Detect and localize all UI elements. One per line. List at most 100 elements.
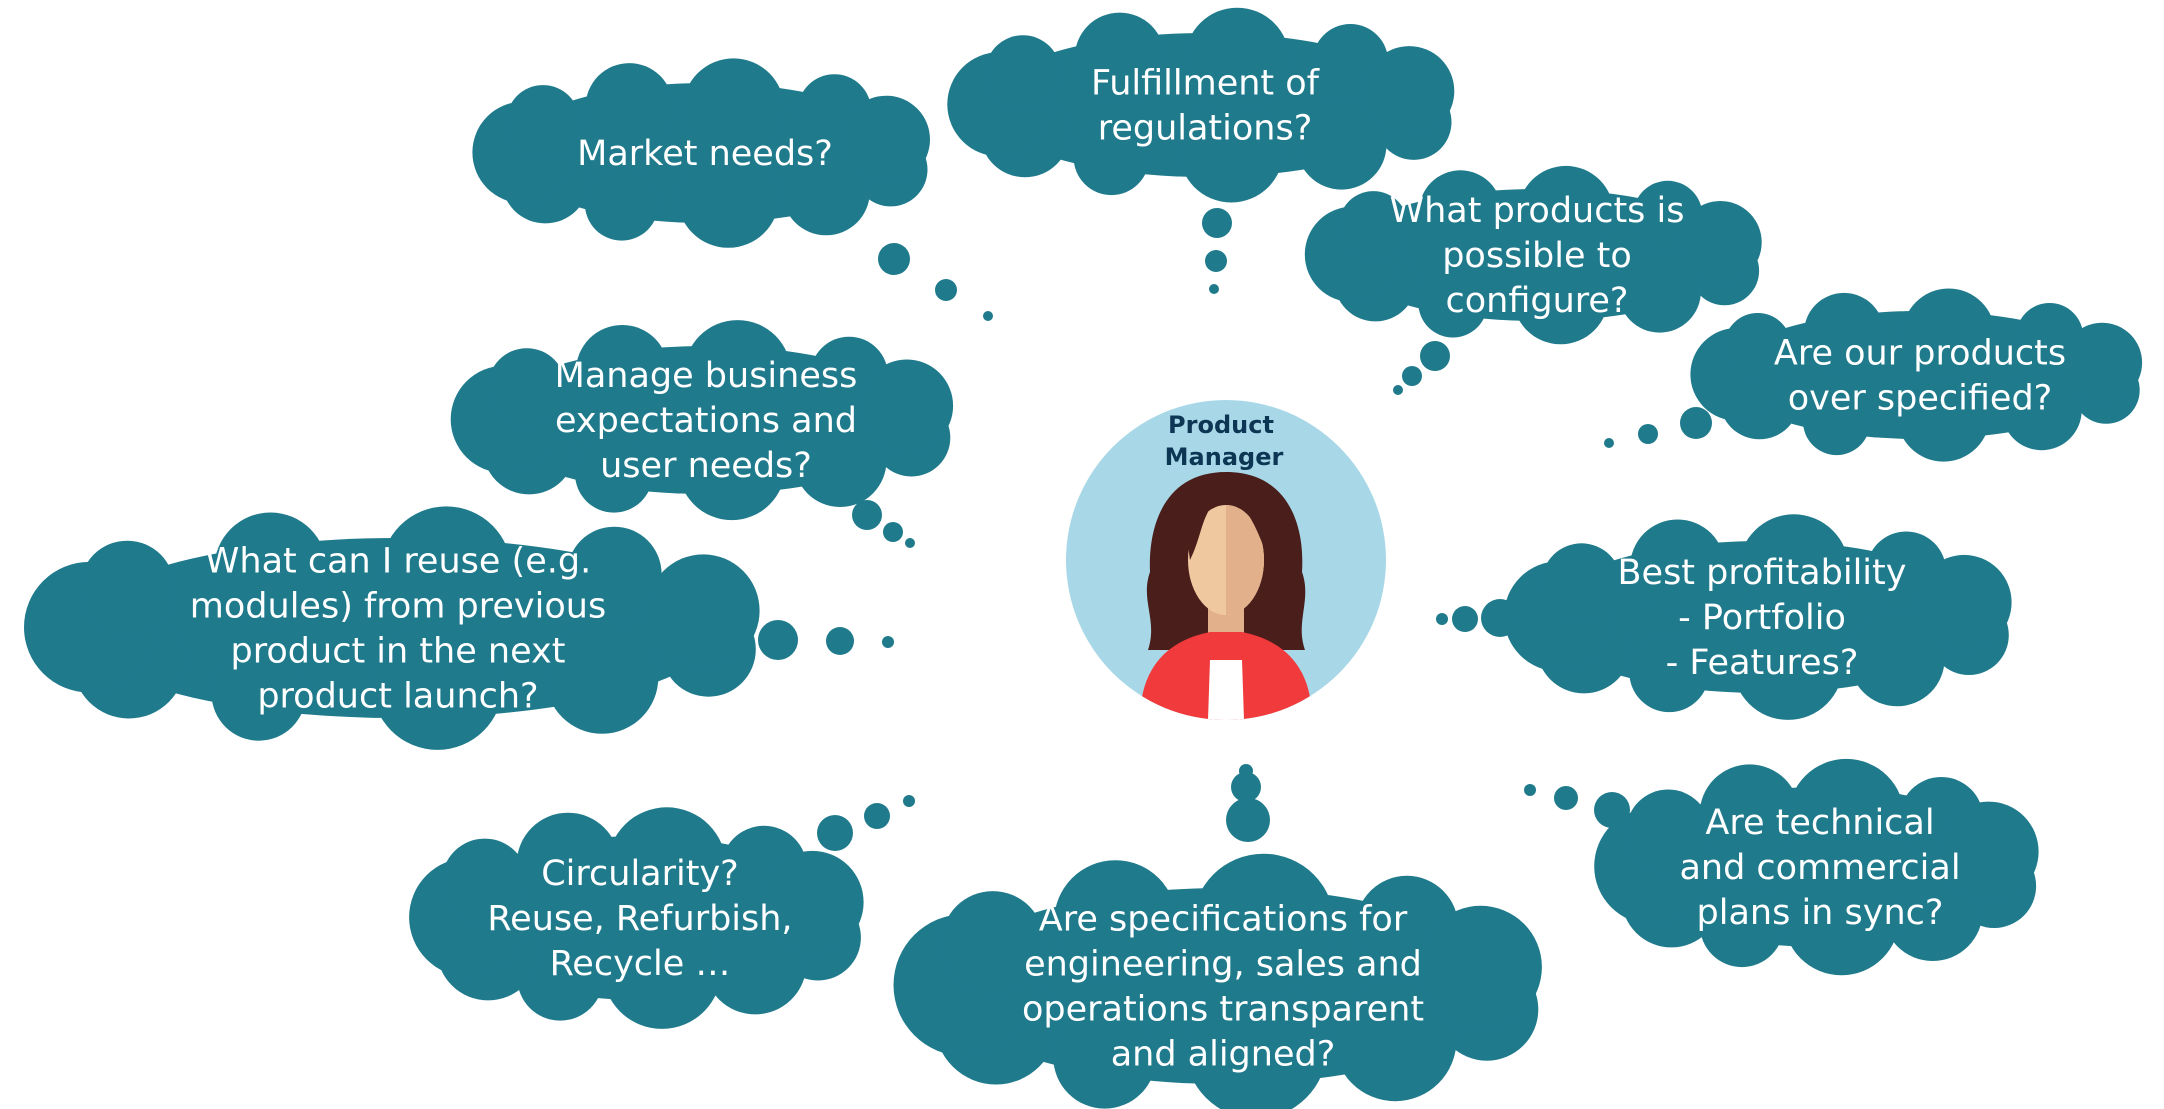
bubble-text-circularity-line-3: Recycle …: [550, 944, 731, 984]
thought-dot: [1554, 786, 1578, 810]
thought-bubble-overspecified: Are our products over specified?: [1690, 288, 2143, 462]
cloud-lobe: [372, 619, 503, 750]
bubble-text-specifications-line-1: Are specifications for: [1039, 900, 1408, 940]
cloud-lobe: [487, 348, 566, 426]
cloud-lobe: [1179, 98, 1284, 203]
cloud-lobe: [2062, 322, 2143, 403]
bubble-text-reuse-line-4: product launch?: [257, 677, 538, 717]
cloud-lobe: [1541, 543, 1622, 624]
hair-front-right: [1232, 490, 1266, 550]
thought-bubble-profitability: Best profitability- Portfolio- Features?: [1504, 514, 2012, 720]
cloud-lobe: [1629, 632, 1710, 713]
thought-dot: [1680, 407, 1712, 439]
cloud-lobe: [575, 434, 653, 513]
cloud-lobe: [1804, 292, 1884, 373]
bubble-text-overspecified-line-2: over specified?: [1788, 379, 2053, 419]
cloud-lobe: [1192, 853, 1335, 996]
thought-dot: [903, 795, 915, 807]
cloud-lobe: [1788, 758, 1905, 875]
thought-dot: [882, 636, 894, 648]
thought-dot: [1226, 798, 1270, 842]
cloud-lobe: [941, 891, 1045, 994]
bubble-text-profitability-line-2: - Portfolio: [1678, 598, 1846, 638]
cloud-lobe: [1338, 191, 1408, 261]
cloud-lobe: [1902, 288, 1996, 382]
bubble-text-regulations-line-1: Fulfillment of: [1091, 64, 1320, 104]
cloud-lobe: [678, 412, 786, 521]
bubble-text-circularity-line-2: Reuse, Refurbish,: [487, 899, 792, 939]
cloud-lobe: [516, 812, 620, 916]
bubble-text-configure-line-1: What products is: [1389, 191, 1684, 231]
cloud-lobe: [79, 540, 175, 636]
thought-bubble-specifications: Are specifications for engineering, sales…: [893, 853, 1542, 1109]
cloud-lobe: [1679, 201, 1762, 284]
cloud-lobe: [1518, 165, 1614, 262]
bubble-text-sync-line-2: and commercial: [1679, 848, 1960, 888]
cloud-lobe: [1738, 514, 1849, 625]
thought-dot: [905, 538, 915, 548]
cloud-lobe: [214, 512, 327, 626]
thought-dot: [1436, 613, 1448, 625]
thought-bubble-regulations: Fulfillment of regulations?: [947, 7, 1455, 203]
thought-dot: [1205, 250, 1227, 272]
cloud-lobe: [585, 63, 674, 151]
hair-front: [1188, 489, 1232, 560]
bubble-text-profitability-line-1: Best profitability: [1618, 553, 1907, 593]
thought-bubble-reuse: What can I reuse (e.g. modules) from prev…: [24, 506, 760, 750]
thought-dot: [758, 620, 798, 660]
thought-bubble-market: Market needs?: [472, 58, 930, 248]
thought-dot: [1452, 606, 1478, 632]
bubble-text-reuse-line-1: What can I reuse (e.g.: [205, 542, 591, 582]
cloud-lobe: [782, 147, 870, 236]
bubble-text-sync-line-1: Are technical: [1705, 803, 1934, 843]
cloud-lobe: [1364, 46, 1455, 137]
thought-dot: [1202, 208, 1232, 238]
cloud-lobe: [1732, 609, 1844, 720]
bubble-text-regulations-line-2: regulations?: [1098, 109, 1313, 149]
cloud-lobe: [1897, 368, 1990, 462]
cloud-lobe: [1418, 268, 1488, 338]
product-manager-label-line-2: Manager: [1165, 443, 1284, 471]
thought-dot: [1239, 764, 1253, 778]
cloud-lobe: [381, 506, 512, 637]
cloud-lobe: [793, 414, 887, 508]
cloud-lobe: [211, 646, 307, 741]
cloud-lobe: [1938, 801, 2039, 902]
cloud-lobe: [1512, 248, 1609, 345]
bubble-text-overspecified-line-1: Are our products: [1774, 334, 2066, 374]
bubble-text-specifications-line-2: engineering, sales and: [1024, 945, 1422, 985]
thought-bubble-circularity: Circularity?Reuse, Refurbish,Recycle …: [409, 807, 864, 1029]
cloud-lobe: [567, 526, 662, 622]
bubble-text-configure-line-3: configure?: [1445, 281, 1628, 321]
thought-dot: [817, 815, 853, 851]
cloud-lobe: [684, 320, 792, 428]
product-manager-label-line-1: Product: [1168, 411, 1274, 439]
cloud-lobe: [860, 359, 954, 453]
bubble-text-specifications-line-4: and aligned?: [1111, 1035, 1336, 1075]
cloud-lobe: [682, 58, 785, 161]
cloud-lobe: [761, 850, 864, 954]
cloud-lobe: [441, 838, 528, 925]
thought-dot: [1524, 784, 1536, 796]
cloud-lobe: [1185, 976, 1328, 1109]
cloud-lobe: [1185, 7, 1290, 113]
bubble-text-reuse-line-2: modules) from previous: [190, 587, 606, 627]
thought-dot: [1402, 366, 1422, 386]
cloud-lobe: [1074, 12, 1165, 103]
bubble-text-market-line-1: Market needs?: [577, 134, 833, 174]
thought-dot: [1420, 341, 1450, 371]
cloud-lobe: [677, 146, 780, 248]
bubble-text-configure-line-2: possible to: [1442, 236, 1632, 276]
cloud-lobe: [1803, 387, 1871, 456]
bubble-text-specifications-line-3: operations transparent: [1022, 990, 1424, 1030]
thought-dot: [852, 500, 882, 530]
cloud-lobe: [1333, 978, 1457, 1102]
product-manager-avatar: Product Manager: [1066, 400, 1386, 720]
cloud-lobe: [647, 554, 760, 667]
cloud-lobe: [1724, 313, 1792, 381]
cloud-lobe: [1419, 170, 1502, 253]
cloud-lobe: [2001, 370, 2082, 451]
cloud-lobe: [602, 910, 722, 1029]
